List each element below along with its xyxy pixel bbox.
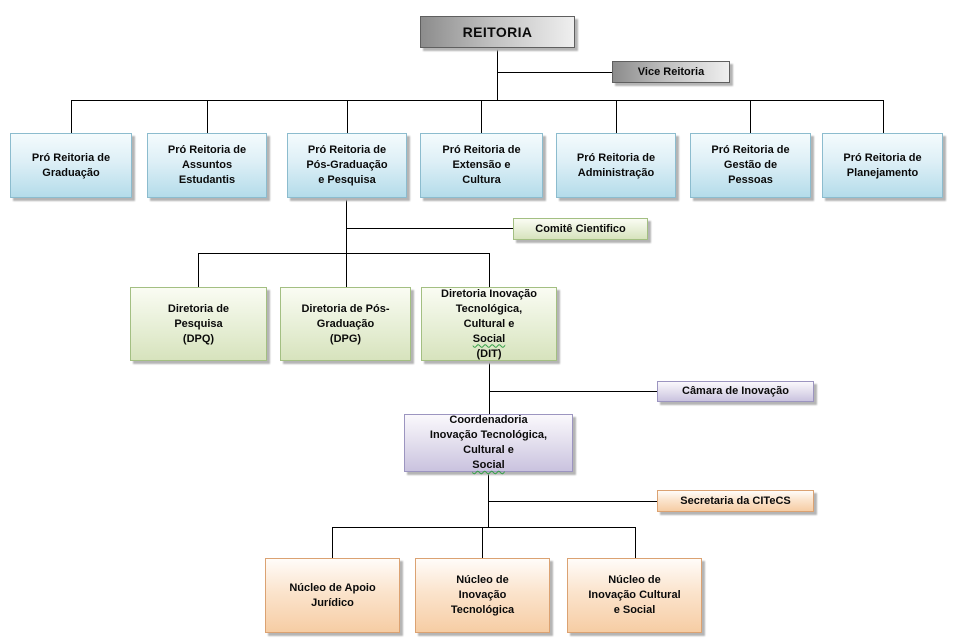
connector-line <box>207 100 208 133</box>
node-label-line: Tecnológica, <box>455 302 523 315</box>
node-pr-graduacao: Pró Reitoria de Graduação <box>10 133 132 198</box>
squiggle-underlined-word: Social <box>472 332 506 345</box>
node-label-line: Pró Reitoria de <box>307 144 387 156</box>
connector-line <box>71 100 72 133</box>
node-camara-inovacao: Câmara de Inovação <box>657 381 814 402</box>
node-comite-cientifico: Comitê Cientifico <box>513 218 648 240</box>
squiggle-underlined-word: Social <box>472 459 505 471</box>
node-label-line: (DIT) <box>476 347 502 360</box>
node-label-line: Jurídico <box>311 596 354 609</box>
node-label-line: Diretoria de Pós- <box>301 302 390 315</box>
node-label-line: Cultural e Social <box>463 317 515 345</box>
node-pr-administracao: Pró Reitoria de Administração <box>556 133 676 198</box>
connector-line <box>488 501 657 502</box>
node-label-line: (DPG) <box>329 332 362 345</box>
connector-line <box>482 527 483 558</box>
node-dir-pesquisa: Diretoria de Pesquisa (DPQ) <box>130 287 267 361</box>
node-label-line: Graduação <box>42 166 100 179</box>
node-reitoria: REITORIA <box>420 16 575 48</box>
connector-line <box>347 100 348 133</box>
node-pr-pos-graduacao-pesquisa: Pró Reitoria de Pós-Graduação e Pesquisa <box>287 133 407 198</box>
connector-line <box>489 361 490 414</box>
connector-line <box>750 100 751 133</box>
node-label-line: Inovação Cultural <box>588 589 681 601</box>
node-label-line: Cultura <box>462 174 501 186</box>
node-label-line: Núcleo de <box>456 574 509 586</box>
connector-line <box>489 391 657 392</box>
node-label-line: Coordenadoria <box>449 414 528 426</box>
connector-line <box>497 72 612 73</box>
node-nucleo-inovacao-cultural-social: Núcleo de Inovação Cultural e Social <box>567 558 702 633</box>
node-label-line: Administração <box>577 166 655 179</box>
node-label-line: Câmara de Inovação <box>682 385 789 397</box>
connector-line <box>616 100 617 133</box>
node-label-line: Pró Reitoria de <box>843 151 922 164</box>
node-label-line: e Pesquisa <box>318 174 376 186</box>
node-label-line: Assuntos <box>181 159 233 171</box>
connector-line <box>488 472 489 527</box>
node-label-line: Inovação <box>458 589 507 601</box>
node-pr-gestao-pessoas: Pró Reitoria de Gestão de Pessoas <box>690 133 811 198</box>
node-label-line: Gestão de <box>723 159 778 171</box>
node-label-line: REITORIA <box>462 23 533 40</box>
node-dir-pos-graduacao: Diretoria de Pós- Graduação (DPG) <box>280 287 411 361</box>
connector-line <box>346 198 347 287</box>
connector-line <box>198 253 489 254</box>
connector-line <box>883 100 884 133</box>
node-label-line: Pró Reitoria de <box>576 151 656 164</box>
node-label-line: Pessoas <box>728 174 773 186</box>
node-label-line: Planejamento <box>846 166 919 179</box>
connector-line <box>489 253 490 287</box>
node-label-line: Núcleo de <box>608 574 661 586</box>
connector-line <box>198 253 199 287</box>
connector-line <box>346 228 513 229</box>
node-label-line: Tecnológica <box>450 604 515 616</box>
node-label-line: Pró Reitoria de <box>711 144 790 156</box>
node-label-line: Diretoria Inovação <box>441 287 537 300</box>
node-label-line: Estudantis <box>178 174 236 186</box>
node-label-line: Pró Reitoria de <box>31 151 111 164</box>
node-label-line: Vice Reitoria <box>637 65 705 78</box>
connector-line <box>635 527 636 558</box>
node-pr-extensao-cultura: Pró Reitoria de Extensão e Cultura <box>420 133 543 198</box>
node-label-line: Inovação Tecnológica, <box>429 429 548 441</box>
node-vice-reitoria: Vice Reitoria <box>612 61 730 83</box>
connector-line <box>497 48 498 100</box>
node-label-line: Extensão e <box>452 159 511 171</box>
connector-line <box>332 527 635 528</box>
node-label-line: Pró Reitoria de <box>442 144 521 156</box>
connector-line <box>71 100 883 101</box>
node-label-line: Graduação <box>316 317 375 330</box>
node-label-line: e Social <box>613 604 656 616</box>
node-secretaria-citecs: Secretaria da CITeCS <box>657 490 814 512</box>
node-label-line: Cultural e Social <box>463 444 514 471</box>
node-label-line: Pesquisa <box>174 317 223 330</box>
node-label-line: Pós-Graduação <box>306 159 388 171</box>
node-label-line: Comitê Cientifico <box>535 222 626 235</box>
connector-line <box>481 100 482 133</box>
node-label-line: Núcleo de Apoio <box>289 581 376 594</box>
node-label-line: Pró Reitoria de <box>167 144 247 156</box>
node-label-line: Diretoria de <box>167 302 230 315</box>
connector-line <box>332 527 333 558</box>
node-pr-planejamento: Pró Reitoria de Planejamento <box>822 133 943 198</box>
node-label-line: Secretaria da CITeCS <box>680 494 791 507</box>
node-label-line: (DPQ) <box>182 332 215 345</box>
